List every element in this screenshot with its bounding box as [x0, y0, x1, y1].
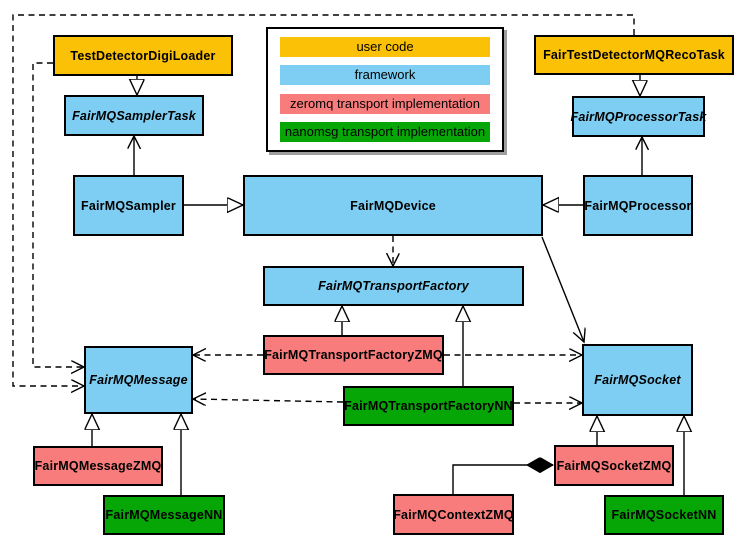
legend-item-user: user code — [280, 37, 490, 57]
class-label-fairmqmessagezmq: FairMQMessageZMQ — [34, 459, 162, 473]
class-label-fairmqdevice: FairMQDevice — [350, 198, 436, 213]
class-label-fairmqprocessortask: FairMQProcessorTask — [570, 109, 707, 124]
class-box-fairmqprocessortask: FairMQProcessorTask — [570, 96, 707, 137]
edge-tfnn-creates-message — [193, 399, 344, 402]
class-box-fairmqdevice: FairMQDevice — [243, 175, 543, 236]
legend-item-nn: nanomsg transport implementation — [280, 121, 490, 142]
class-label-fairmqsocketnn: FairMQSocketNN — [611, 508, 717, 522]
class-box-fairmqmessagezmq: FairMQMessageZMQ — [33, 446, 163, 486]
class-label-fairmqmessage: FairMQMessage — [89, 373, 188, 387]
class-box-fairmqtransportfactorynn: FairMQTransportFactoryNN — [343, 386, 514, 426]
class-label-fairmqsocket: FairMQSocket — [594, 373, 681, 387]
class-box-fairmqsocketnn: FairMQSocketNN — [604, 495, 724, 535]
class-box-fairmqprocessor: FairMQProcessor — [583, 175, 693, 236]
class-box-fairtestdetectormqrecotask: FairTestDetectorMQRecoTask — [534, 35, 734, 75]
class-label-fairmqtransportfactory: FairMQTransportFactory — [318, 279, 469, 293]
class-label-fairmqsamplertask: FairMQSamplerTask — [72, 108, 196, 123]
class-box-fairmqtransportfactoryzmq: FairMQTransportFactoryZMQ — [263, 335, 444, 375]
class-label-fairmqcontextzmq: FairMQContextZMQ — [393, 507, 514, 522]
class-box-testdetectordigiloader: TestDetectorDigiLoader — [53, 35, 233, 76]
legend-item-framework: framework — [280, 65, 490, 86]
class-box-fairmqtransportfactory: FairMQTransportFactory — [263, 266, 524, 306]
class-box-fairmqcontextzmq: FairMQContextZMQ — [393, 494, 514, 535]
legend: user code framework zeromq transport imple… — [266, 27, 504, 152]
class-label-fairmqtransportfactorynn: FairMQTransportFactoryNN — [344, 399, 513, 413]
class-box-fairmqsocketzmq: FairMQSocketZMQ — [554, 445, 674, 486]
class-label-testdetectordigiloader: TestDetectorDigiLoader — [70, 48, 216, 63]
class-box-fairmqmessage: FairMQMessage — [84, 346, 193, 414]
class-label-fairtestdetectormqrecotask: FairTestDetectorMQRecoTask — [543, 48, 725, 62]
legend-item-zmq: zeromq transport implementation — [280, 93, 490, 114]
legend-items: user code framework zeromq transport imple… — [280, 37, 490, 142]
class-label-fairmqsocketzmq: FairMQSocketZMQ — [556, 458, 672, 473]
class-label-fairmqprocessor: FairMQProcessor — [584, 198, 692, 213]
class-box-fairmqsamplertask: FairMQSamplerTask — [64, 95, 204, 136]
edge-socketzmq-owns-contextzmq — [452, 465, 553, 494]
class-box-fairmqsocket: FairMQSocket — [582, 344, 693, 416]
class-label-fairmqmessagenn: FairMQMessageNN — [105, 508, 223, 522]
class-label-fairmqtransportfactoryzmq: FairMQTransportFactoryZMQ — [264, 348, 443, 362]
edge-device-refs-socket — [541, 236, 584, 342]
class-label-fairmqsampler: FairMQSampler — [81, 198, 176, 213]
class-box-fairmqsampler: FairMQSampler — [73, 175, 184, 236]
class-box-fairmqmessagenn: FairMQMessageNN — [103, 495, 225, 535]
